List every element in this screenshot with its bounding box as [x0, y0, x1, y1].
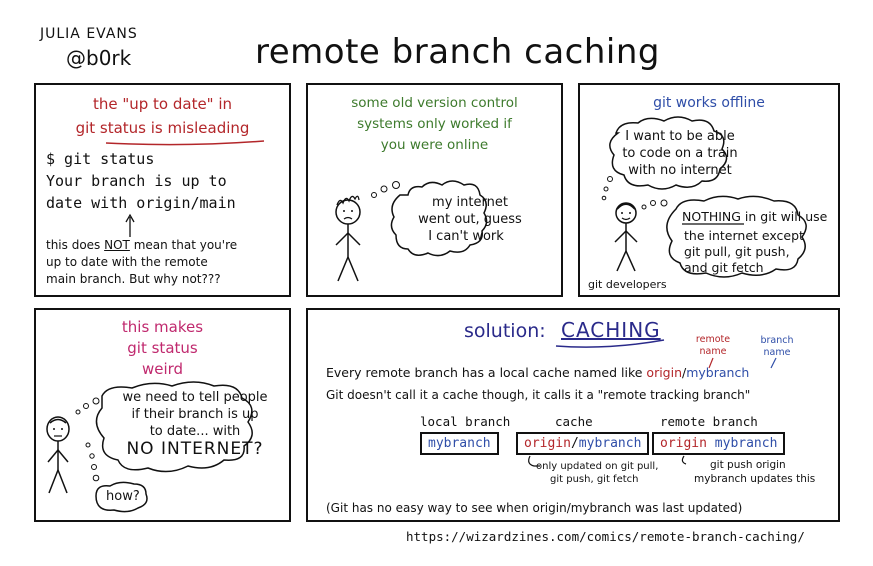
cache-box-slash: /	[570, 436, 579, 451]
line1-text: Every remote branch has a local cache na…	[326, 365, 647, 380]
panel3-heading: git works offline	[653, 95, 765, 111]
panel3-caption: git developers	[588, 278, 667, 291]
line1-origin: origin	[646, 365, 683, 380]
cache-box-origin: origin	[524, 436, 571, 451]
nothing-word: NOTHING	[682, 209, 741, 224]
panel4-heading-line2: git status	[127, 339, 198, 357]
panel1-note-line1: this does NOT mean that you're	[46, 238, 237, 252]
bubble2-line1-rest: in git will use	[740, 209, 828, 224]
panel3-bubble2-line1: NOTHING in git will use	[682, 209, 827, 224]
column-remote-branch: remote branch	[660, 414, 758, 429]
note-text-post: mean that you're	[129, 238, 238, 252]
panel1-heading-line1: the "up to date" in	[92, 95, 233, 113]
panel-git-offline: git works offline I want to be able to c…	[578, 83, 840, 297]
author-name: JULIA EVANS	[40, 26, 138, 42]
panel4-bubble-line2: if their branch is up	[131, 407, 259, 422]
column-cache: cache	[555, 414, 593, 429]
column-local-branch: local branch	[420, 414, 511, 429]
panel1-heading-line2: git status is misleading	[75, 119, 250, 137]
solution-word: CACHING	[561, 318, 661, 342]
panel3-bubble2-line2: the internet except	[684, 228, 804, 243]
git-status-output-line2: date with origin/main	[46, 194, 236, 212]
panel3-bubble1-line2: to code on a train	[622, 146, 738, 161]
panel2-heading-line3: you were online	[380, 137, 489, 153]
local-branch-box: mybranch	[420, 432, 499, 455]
note-text-pre: this does	[46, 238, 105, 252]
panel5-drawing	[528, 339, 777, 467]
git-status-command: $ git status	[46, 150, 155, 168]
panel2-heading-line2: systems only worked if	[357, 116, 512, 132]
panel1-note-line3: main branch. But why not???	[46, 272, 221, 286]
panel4-drawing	[46, 381, 253, 513]
line1-slash: /	[682, 365, 687, 380]
cache-box-branch: mybranch	[578, 436, 642, 451]
stick-figure-worried	[335, 180, 488, 282]
panel2-bubble-line1: my internet	[432, 195, 508, 210]
panel2-bubble-line2: went out, guess	[418, 212, 522, 227]
cache-box: origin/mybranch	[516, 432, 650, 455]
remote-name-label-line2: name	[699, 346, 727, 357]
remote-note-line2: mybranch updates this	[694, 473, 816, 485]
panel4-heading-line3: weird	[141, 360, 184, 378]
panel3-bubble1-line1: I want to be able	[625, 129, 735, 144]
panel4-bubble-line4: NO INTERNET?	[126, 439, 264, 459]
panel3-drawing	[601, 116, 807, 278]
branch-name-label-line2: name	[763, 347, 791, 358]
remote-branch-box: origin mybranch	[652, 432, 786, 455]
panel3-bubble2-line3: git pull, git push,	[684, 244, 790, 259]
panel-solution-caching: solution: CACHING remote name branch nam…	[306, 308, 840, 522]
panel1-note-line2: up to date with the remote	[46, 255, 208, 269]
remote-box-origin: origin	[660, 436, 707, 451]
panel3-bubble1-line3: with no internet	[628, 163, 732, 178]
remote-box-branch: mybranch	[706, 436, 778, 451]
caching-footer: (Git has no easy way to see when origin/…	[326, 501, 743, 515]
page-title: remote branch caching	[255, 32, 660, 72]
cache-note-line2: git push, git fetch	[550, 474, 639, 485]
solution-label: solution:	[464, 320, 546, 342]
line1-branch: mybranch	[686, 365, 750, 380]
panel-git-status-weird: this makes git status weird we need to t…	[34, 308, 291, 522]
local-branch-box-label: mybranch	[428, 436, 491, 451]
caching-line2: Git doesn't call it a cache though, it c…	[326, 388, 751, 402]
branch-name-label-line1: branch	[760, 335, 794, 346]
panel4-bubble-line3: to date... with	[149, 424, 241, 439]
remote-note-line1: git push origin	[710, 459, 786, 471]
caching-line1: Every remote branch has a local cache na…	[326, 365, 749, 380]
panel4-small-bubble: how?	[106, 489, 140, 504]
author-handle: @b0rk	[66, 46, 132, 70]
git-status-output-line1: Your branch is up to	[46, 172, 227, 190]
remote-name-label-line1: remote	[695, 334, 731, 345]
panel-git-status-misleading: the "up to date" in git status is mislea…	[34, 83, 291, 297]
panel2-heading-line1: some old version control	[351, 95, 518, 111]
note-not: NOT	[104, 238, 130, 252]
panel2-bubble-line3: I can't work	[428, 229, 504, 244]
panel3-bubble2-line4: and git fetch	[684, 260, 764, 275]
panel4-bubble-line1: we need to tell people	[122, 390, 268, 405]
heading-underline	[105, 140, 265, 237]
cache-note-line1: only updated on git pull,	[536, 461, 659, 472]
source-url[interactable]: https://wizardzines.com/comics/remote-br…	[406, 529, 805, 544]
panel-old-vcs: some old version control systems only wo…	[306, 83, 563, 297]
panel4-heading-line1: this makes	[121, 318, 204, 336]
